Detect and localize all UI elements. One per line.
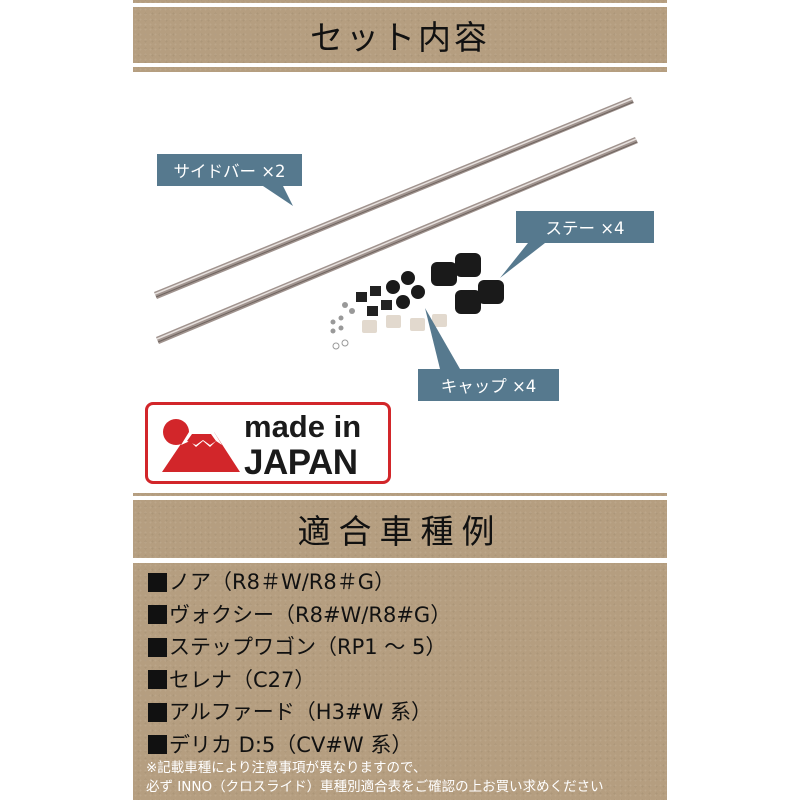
square-bullet-icon xyxy=(148,605,167,625)
disclaimer-note: ※記載車種により注意事項が異なりますので、 必ず INNO（クロスライド）車種別… xyxy=(146,759,604,797)
vehicle-name: ノア（R8＃W/R8＃G） xyxy=(169,570,396,595)
vehicle-name: ヴォクシー（R8#W/R8#G） xyxy=(169,602,452,627)
callout-label: ステー ×4 xyxy=(545,219,625,238)
list-item: ヴォクシー（R8#W/R8#G） xyxy=(148,599,451,632)
stays xyxy=(431,253,504,314)
note-line-1: ※記載車種により注意事項が異なりますので、 xyxy=(146,760,427,776)
note-line-2: 必ず INNO（クロスライド）車種別適合表をご確認の上お買い求めください xyxy=(146,779,604,795)
list-item: セレナ（C27） xyxy=(148,664,451,697)
section-header-set-contents: セット内容 xyxy=(133,7,667,63)
vehicle-list-panel xyxy=(133,563,667,800)
vehicle-name: セレナ（C27） xyxy=(169,667,316,692)
section-title: 適合車種例 xyxy=(297,512,503,551)
side-bar-2 xyxy=(156,137,638,344)
vehicle-name: ステップワゴン（RP1 ～ 5） xyxy=(169,635,447,660)
callout-stay: ステー ×4 xyxy=(516,211,654,243)
vehicle-name: アルファード（H3#W 系） xyxy=(169,700,432,725)
mount-fuji-sun-icon xyxy=(162,419,240,472)
pads xyxy=(362,314,447,333)
rubber-blocks xyxy=(356,286,392,316)
square-bullet-icon xyxy=(148,702,167,722)
callout-side-bar: サイドバー ×2 xyxy=(157,154,302,186)
callout-cap: キャップ ×4 xyxy=(418,369,559,401)
vehicle-list: ノア（R8＃W/R8＃G） ヴォクシー（R8#W/R8#G） ステップワゴン（R… xyxy=(148,566,451,761)
decorative-strip xyxy=(133,67,667,72)
list-item: デリカ D:5（CV#W 系） xyxy=(148,729,451,762)
section-header-compatible-vehicles: 適合車種例 xyxy=(133,500,667,558)
list-item: ノア（R8＃W/R8＃G） xyxy=(148,566,451,599)
made-in-japan-badge: made in JAPAN xyxy=(145,402,391,484)
vehicle-name: デリカ D:5（CV#W 系） xyxy=(169,732,413,757)
list-item: アルファード（H3#W 系） xyxy=(148,696,451,729)
square-bullet-icon xyxy=(148,735,167,755)
callout-label: サイドバー ×2 xyxy=(173,162,286,181)
square-bullet-icon xyxy=(148,572,167,592)
callout-label: キャップ ×4 xyxy=(440,377,537,396)
decorative-strip xyxy=(133,0,667,3)
list-item: ステップワゴン（RP1 ～ 5） xyxy=(148,631,451,664)
section-title: セット内容 xyxy=(310,18,490,57)
caps xyxy=(386,271,425,309)
decorative-strip xyxy=(133,493,667,496)
product-photo xyxy=(154,97,638,369)
square-bullet-icon xyxy=(148,670,167,690)
badge-line-1: made in xyxy=(244,409,362,444)
badge-line-2: JAPAN xyxy=(244,443,358,482)
hardware xyxy=(330,302,355,350)
square-bullet-icon xyxy=(148,637,167,657)
side-bar-1 xyxy=(154,97,634,299)
